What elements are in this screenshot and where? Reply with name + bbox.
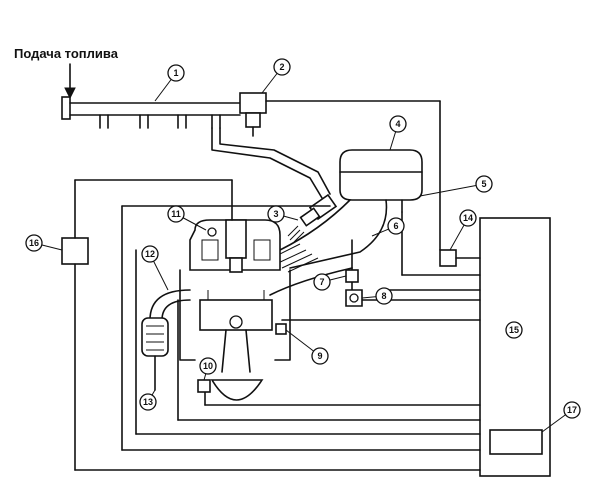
callout-circle-8 xyxy=(375,287,393,305)
callout-circle-15 xyxy=(505,321,523,339)
callout-number-8: 8 xyxy=(381,291,386,301)
cylinder-head xyxy=(189,219,281,273)
callout-number-10: 10 xyxy=(203,361,213,371)
exhaust-pipe xyxy=(141,289,191,391)
sensor-16 xyxy=(61,179,481,471)
callout-number-13: 13 xyxy=(143,397,153,407)
callout-number-17: 17 xyxy=(567,405,577,415)
callout-number-4: 4 xyxy=(395,119,400,129)
callout-circle-3 xyxy=(267,205,285,223)
callout-number-6: 6 xyxy=(393,221,398,231)
callout-number-2: 2 xyxy=(279,62,284,72)
callout-number-12: 12 xyxy=(145,249,155,259)
callout-circle-14 xyxy=(459,209,477,227)
callout-circle-6 xyxy=(387,217,405,235)
callout-circle-17 xyxy=(563,401,581,419)
callout-circle-7 xyxy=(313,273,331,291)
callout-circle-16 xyxy=(25,234,43,252)
sensor-7 xyxy=(345,269,359,283)
callout-number-7: 7 xyxy=(319,277,324,287)
callout-number-9: 9 xyxy=(317,351,322,361)
intake-plenum xyxy=(339,149,423,213)
callout-circle-9 xyxy=(311,347,329,365)
callout-leader-5 xyxy=(419,183,485,197)
callout-circle-5 xyxy=(475,175,493,193)
callout-circle-13 xyxy=(139,393,157,411)
fuel-supply-label: Подача топлива xyxy=(14,46,119,61)
fuel-rail xyxy=(61,96,241,129)
callout-circle-10 xyxy=(199,357,217,375)
intake-runner xyxy=(257,199,388,273)
callout-number-15: 15 xyxy=(509,325,519,335)
callout-circle-11 xyxy=(167,205,185,223)
callout-circle-12 xyxy=(141,245,159,263)
sensor-10 xyxy=(197,379,211,393)
sensor-14 xyxy=(401,211,481,276)
callout-circle-4 xyxy=(389,115,407,133)
callout-number-16: 16 xyxy=(29,238,39,248)
fuel-inlet-arrow xyxy=(64,63,76,100)
pressure-regulator xyxy=(239,92,441,251)
callout-circle-1 xyxy=(167,64,185,82)
callout-number-11: 11 xyxy=(171,209,181,219)
sensor-8 xyxy=(345,289,363,307)
fuel-line xyxy=(211,127,331,199)
callout-number-1: 1 xyxy=(173,68,178,78)
wiring-harness xyxy=(121,205,481,451)
cylinder-block xyxy=(179,269,291,401)
callout-circle-2 xyxy=(273,58,291,76)
ecu-unit xyxy=(479,217,551,477)
callout-number-3: 3 xyxy=(273,209,278,219)
callout-number-14: 14 xyxy=(463,213,473,223)
sensor-9 xyxy=(275,323,287,335)
callout-number-5: 5 xyxy=(481,179,486,189)
fuel-injector xyxy=(287,193,338,243)
